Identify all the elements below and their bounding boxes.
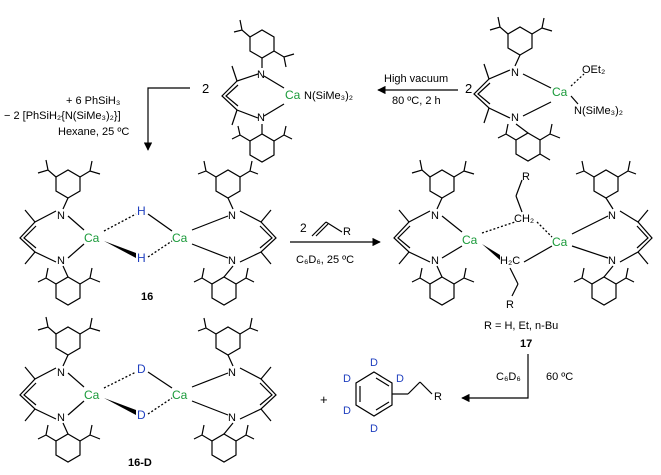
arrow-left-conditions: Hexane, 25 ºC <box>58 126 129 138</box>
compound-17: N N Ca CH₂ R H₂C R Ca N N <box>393 159 653 350</box>
arrow-top-label-above: High vacuum <box>384 73 448 85</box>
svg-text:N: N <box>57 255 65 267</box>
arrow-left-byproduct: − 2 [PhSiH₂{N(SiMe₃)₂}] <box>4 110 121 122</box>
compound-16d-deuteride-bottom: D <box>137 408 146 422</box>
arrow-middle-conditions: C₆D₆, 25 ºC <box>296 254 354 266</box>
svg-text:N: N <box>57 367 65 379</box>
compound-16d-calcium-right: Ca <box>172 388 188 402</box>
compound-17-label: 17 <box>520 338 532 350</box>
deuterium-top: D <box>370 357 378 369</box>
svg-text:N: N <box>228 210 236 222</box>
svg-text:N: N <box>257 69 265 81</box>
ether-ligand: OEt₂ <box>582 64 605 76</box>
top-left-coefficient: 2 <box>202 81 209 96</box>
compound-16-hydride-bottom: H <box>137 251 146 265</box>
svg-text:N: N <box>228 412 236 424</box>
svg-text:N: N <box>57 412 65 424</box>
compound-16-calcium-left: Ca <box>84 231 100 245</box>
compound-16d-label: 16-D <box>128 457 152 469</box>
arrow-middle-coefficient: 2 <box>300 221 307 235</box>
product-substituent: R <box>434 391 442 403</box>
top-right-calcium-etherate: 2 N N Ca OEt₂ N(SiMe₃)₂ <box>465 16 623 162</box>
plus-sign: + <box>320 392 328 407</box>
deuterium-bottom: D <box>370 423 378 435</box>
arrow-bottom-solvent: C₆D₆ <box>496 371 521 383</box>
svg-text:N: N <box>511 112 519 124</box>
compound-17-substituent-top: R <box>522 171 530 183</box>
arrow-top: High vacuum 80 ºC, 2 h <box>377 73 458 107</box>
compound-16-label: 16 <box>141 291 153 303</box>
deuterium-upper-right: D <box>396 373 404 385</box>
compound-16d: N N Ca D D Ca N N 16-D <box>19 316 277 469</box>
svg-text:N: N <box>431 255 439 267</box>
svg-text:N: N <box>228 255 236 267</box>
arrow-bottom-temperature: 60 ºC <box>546 371 573 383</box>
svg-text:N: N <box>257 112 265 124</box>
deuterium-lower-left: D <box>343 405 351 417</box>
arrow-left: + 6 PhSiH₃ − 2 [PhSiH₂{N(SiMe₃)₂}] Hexan… <box>4 87 190 151</box>
compound-16-calcium-right: Ca <box>172 231 188 245</box>
compound-16d-deuteride-top: D <box>137 362 146 376</box>
compound-17-r-definition: R = H, Et, n-Bu <box>484 320 558 332</box>
arrow-middle-substituent: R <box>343 226 351 238</box>
compound-16d-calcium-left: Ca <box>84 388 100 402</box>
top-right-coefficient: 2 <box>465 81 472 96</box>
top-left-calcium: Ca <box>285 88 301 102</box>
top-right-amide-ligand: N(SiMe₃)₂ <box>574 105 623 117</box>
compound-17-substituent-bottom: R <box>506 299 514 311</box>
top-left-amide-ligand: N(SiMe₃)₂ <box>304 90 353 102</box>
compound-17-calcium-left: Ca <box>462 233 478 247</box>
svg-text:N: N <box>511 67 519 79</box>
compound-17-methylene-bottom: H₂C <box>500 255 520 267</box>
deuterated-product: + D D D D D R <box>320 357 442 435</box>
compound-17-methylene-top: CH₂ <box>514 213 534 225</box>
deuterium-upper-left: D <box>343 373 351 385</box>
svg-text:N: N <box>228 367 236 379</box>
compound-17-calcium-right: Ca <box>552 235 568 249</box>
arrow-middle: 2 R C₆D₆, 25 ºC <box>290 221 381 266</box>
svg-text:N: N <box>608 210 616 222</box>
compound-16: N N Ca H H Ca N N <box>19 159 277 306</box>
top-right-calcium: Ca <box>552 85 568 99</box>
arrow-top-label-below: 80 ºC, 2 h <box>392 95 441 107</box>
svg-text:N: N <box>431 210 439 222</box>
top-left-calcium-amide: 2 N N Ca N(SiMe₃)₂ <box>202 19 353 163</box>
svg-text:N: N <box>608 255 616 267</box>
arrow-bottom: C₆D₆ 60 ºC <box>461 354 573 403</box>
compound-16-hydride-top: H <box>137 204 146 218</box>
svg-text:N: N <box>57 210 65 222</box>
arrow-left-reagent: + 6 PhSiH₃ <box>66 95 120 107</box>
